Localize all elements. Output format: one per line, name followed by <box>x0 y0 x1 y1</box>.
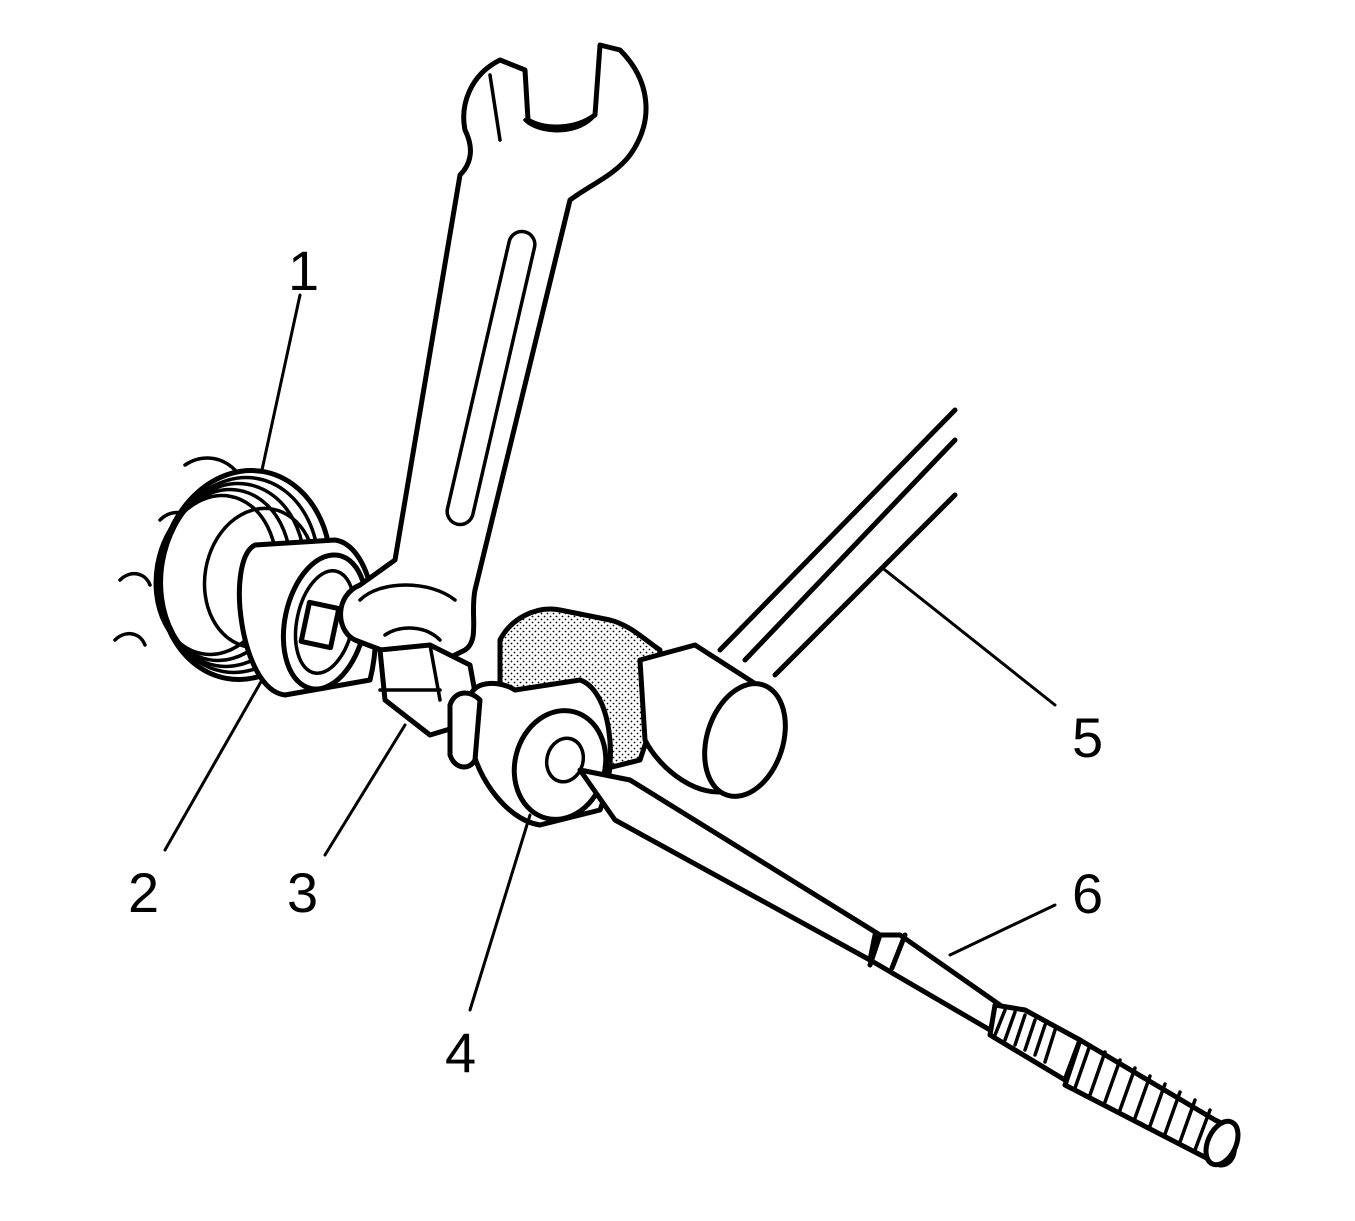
open-end-wrench <box>338 42 649 668</box>
callout-4: 4 <box>445 1021 476 1084</box>
leader-6 <box>948 903 1057 957</box>
leader-3 <box>323 723 407 857</box>
tie-rod-stud <box>637 642 788 799</box>
tie-rod-end-4 <box>447 606 663 828</box>
callout-labels: 1 2 3 4 5 6 <box>128 239 1103 1084</box>
leader-2 <box>163 678 264 852</box>
callout-2: 2 <box>128 861 159 924</box>
leader-4 <box>468 813 532 1012</box>
callout-6: 6 <box>1072 862 1103 925</box>
rod-5 <box>717 407 958 678</box>
inner-sleeve <box>236 537 379 698</box>
callout-5: 5 <box>1072 706 1103 769</box>
callout-1: 1 <box>288 239 319 302</box>
adjuster-rod-6 <box>577 767 1241 1168</box>
leader-1 <box>260 293 302 472</box>
leader-5 <box>883 568 1057 707</box>
callout-3: 3 <box>287 861 318 924</box>
leader-lines <box>163 293 1057 1012</box>
